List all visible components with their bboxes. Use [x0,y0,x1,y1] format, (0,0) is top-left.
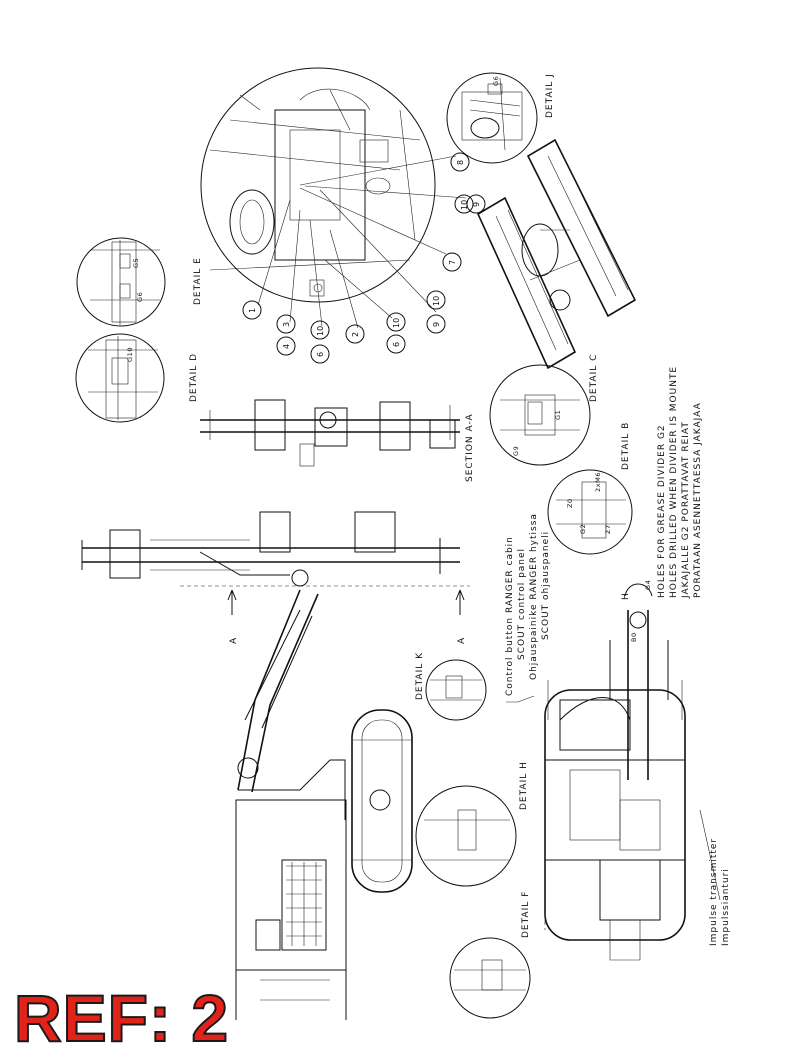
detail-j-view: G6 DETAIL J [446,72,555,164]
balloon-6b: 6 [392,342,401,347]
balloon-3: 3 [282,322,291,327]
detail-c-label: DETAIL C [589,354,599,402]
detail-h-label: DETAIL H [519,761,529,810]
control-note-line-2: SCOUT control panel [517,548,527,660]
reference-stamp: REF: 2 [13,981,230,1055]
bolt-2xm6-label: 2xM6 [594,472,602,492]
balloon-7: 7 [448,260,457,265]
detail-j-label: DETAIL J [545,73,555,118]
balloon-10d: 10 [460,200,469,210]
holes-note-line-1: HOLES FOR GREASE DIVIDER G2 [657,424,667,598]
detail-k-label: DETAIL K [415,652,425,700]
balloon-10b: 10 [392,318,401,328]
detail-d-label: DETAIL D [189,353,199,402]
balloon-4: 4 [282,344,291,349]
detail-e-view: G5 G6 DETAIL E [76,237,203,327]
grease-point-g2-label: G2 [579,524,587,534]
balloon-2: 2 [351,332,360,337]
holes-note-line-3: JAKAJALLE G2 PORATTAVAT REIAT [681,421,691,599]
detail-main-circle-view [200,67,467,329]
track-side-view [351,709,413,893]
grease-point-g10-label: G10 [126,347,134,362]
detail-e-label: DETAIL E [193,257,203,305]
balloon-1: 1 [248,308,257,313]
boom-top-view [81,511,470,615]
carrier-plan-view: B0 H G4 [544,580,721,961]
balloon-8: 8 [456,160,465,165]
grease-point-g6-label: G6 [492,76,500,86]
control-button-notes: Control button RANGER cabin SCOUT contro… [505,513,551,703]
grease-point-g6e-label: G6 [136,292,144,302]
detail-k-view: DETAIL K [415,652,487,721]
control-note-line-4: SCOUT ohjauspaneli [541,531,551,640]
section-a-left-mark: A [229,637,239,644]
detail-c-tracks-view: DETAIL C [476,138,637,402]
side-elevation-view: A A [229,589,467,1020]
impulse-transmitter-note: Impulse transmitter Impulssianturi [709,838,731,946]
detail-b-view: G9 G1 DETAIL B [489,364,631,470]
detail-h-mark: H [621,592,631,600]
balloon-9b: 9 [472,202,481,207]
grease-point-z0-label: Z0 [566,498,574,508]
grease-divider-notes: HOLES FOR GREASE DIVIDER G2 HOLES DRILLE… [657,366,703,599]
balloon-10a: 10 [316,326,325,336]
section-aa-view: SECTION A-A [200,399,475,482]
callout-balloons: 1 3 4 10 6 2 10 6 10 9 7 8 10 9 [242,152,486,364]
grease-point-z7-label: Z7 [604,524,612,534]
detail-b-label: DETAIL B [621,422,631,470]
detail-h-view: DETAIL H [415,761,529,887]
balloon-6a: 6 [316,352,325,357]
impulse-note-line-2: Impulssianturi [721,868,731,946]
impulse-note-line-1: Impulse transmitter [709,838,719,946]
grease-point-g1-label: G1 [554,410,562,420]
detail-f-label: DETAIL F [521,891,531,938]
detail-d-view: G10 DETAIL D [75,333,199,423]
detail-f-view: DETAIL F [449,891,531,1019]
holes-note-line-2: HOLES DRILLED WHEN DIVIDER IS MOUNTE [669,366,679,598]
grease-point-b0-label: B0 [630,632,638,642]
grease-point-g4-label: G4 [644,580,652,590]
grease-point-g5-label: G5 [132,258,140,268]
balloon-9a: 9 [432,322,441,327]
grease-point-g9-label: G9 [512,446,520,456]
control-note-line-1: Control button RANGER cabin [505,536,515,696]
detail-z-view: Z0 G2 Z7 2xM6 [547,469,633,555]
section-aa-label: SECTION A-A [465,413,475,482]
control-note-line-3: Ohjauspainike RANGER hytissa [529,513,539,680]
section-a-right-mark: A [457,637,467,644]
balloon-10c: 10 [432,296,441,306]
holes-note-line-4: PORATAAN ASENNETTAESSA JAKAJAA [693,402,703,598]
